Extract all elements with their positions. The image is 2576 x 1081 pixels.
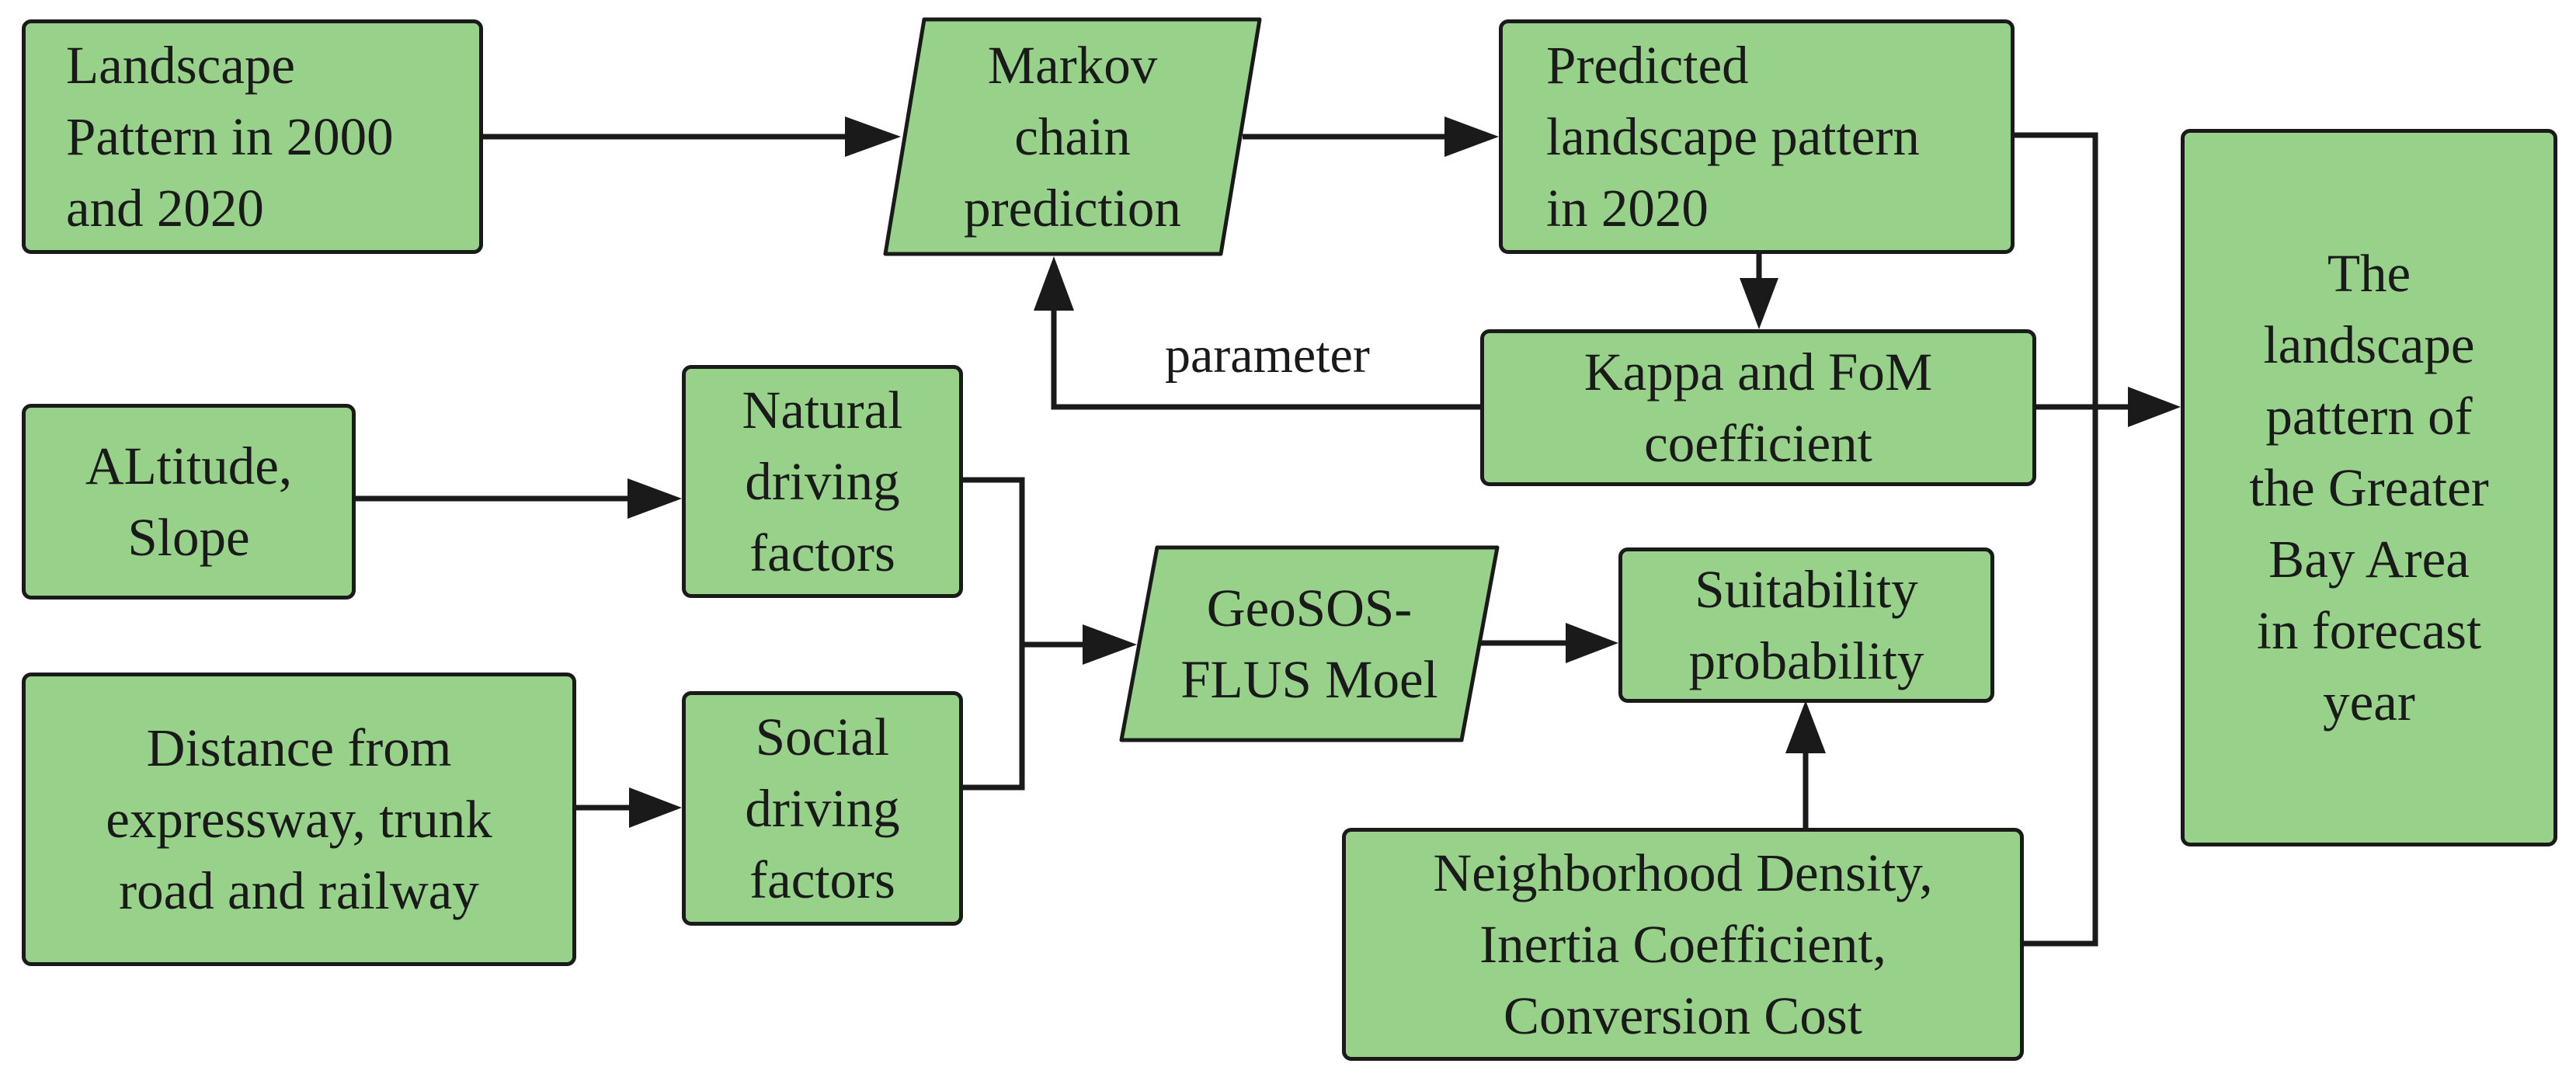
result-box: The landscape pattern of the Greater Bay… <box>2181 129 2557 846</box>
node-line: factors <box>749 523 895 582</box>
node-line: Landscape <box>66 36 296 95</box>
node-line: Inertia Coefficient, <box>1479 915 1886 974</box>
altitude-box: ALtitude, Slope <box>22 404 356 600</box>
node-line: Pattern in 2000 <box>66 107 394 166</box>
node-line: Natural <box>742 381 903 440</box>
node-line: Slope <box>127 508 250 567</box>
node-line: driving <box>745 779 900 838</box>
markov-shape <box>883 17 1262 256</box>
markov-box: Markov chain prediction <box>885 19 1260 254</box>
node-line: landscape <box>2263 315 2475 374</box>
node-line: Suitability <box>1695 560 1918 619</box>
geosos-shape <box>1119 545 1500 742</box>
node-line: the Greater <box>2249 458 2489 517</box>
node-line: Conversion Cost <box>1504 986 1862 1045</box>
node-line: in 2020 <box>1546 179 1709 238</box>
distance-box: Distance from expressway, trunk road and… <box>22 673 576 966</box>
node-line: FLUS Moel <box>1180 650 1438 709</box>
edge-predicted-to-bus <box>2015 132 2098 947</box>
arrowhead <box>1444 116 1499 157</box>
arrowhead <box>629 787 682 828</box>
node-line: road and railway <box>119 861 479 920</box>
landscape-pattern-box: Landscape Pattern in 2000 and 2020 <box>22 19 483 254</box>
node-line: year <box>2323 673 2415 732</box>
arrowhead <box>2128 387 2181 427</box>
node-line: and 2020 <box>66 179 264 238</box>
social-factors-box: Social driving factors <box>682 691 963 926</box>
node-line: GeoSOS- <box>1206 579 1413 638</box>
node-line: chain <box>1014 107 1131 166</box>
node-line: probability <box>1688 631 1924 690</box>
node-line: landscape pattern <box>1546 107 1920 166</box>
node-line: Predicted <box>1546 36 1749 95</box>
arrowhead <box>1785 700 1826 753</box>
predicted-box: Predicted landscape pattern in 2020 <box>1499 19 2015 254</box>
natural-factors-box: Natural driving factors <box>682 365 963 598</box>
edge-natural-to-junction <box>963 477 1025 791</box>
node-line: driving <box>745 452 900 511</box>
parameter-label: parameter <box>1165 327 1370 384</box>
node-line: expressway, trunk <box>106 790 492 849</box>
node-line: pattern of <box>2265 387 2473 446</box>
node-line: coefficient <box>1644 414 1872 473</box>
geosos-box: GeoSOS- FLUS Moel <box>1121 547 1497 740</box>
arrowhead <box>627 478 682 519</box>
node-line: factors <box>749 850 895 909</box>
edge-kappa-to-markov <box>1051 311 1480 410</box>
node-line: ALtitude, <box>85 436 293 495</box>
arrowhead <box>845 116 901 157</box>
node-line: Social <box>755 707 890 766</box>
arrowhead <box>1566 623 1618 663</box>
node-line: Bay Area <box>2268 530 2470 589</box>
node-line: prediction <box>964 179 1181 238</box>
arrowhead <box>1740 278 1778 329</box>
node-line: in forecast <box>2256 601 2482 660</box>
arrowhead <box>1034 256 1074 311</box>
node-line: The <box>2327 244 2411 303</box>
suitability-box: Suitability probability <box>1618 547 1994 703</box>
node-line: Markov <box>987 36 1158 95</box>
kappa-box: Kappa and FoM coefficient <box>1480 329 2036 486</box>
arrowhead <box>1083 624 1137 665</box>
node-line: Neighborhood Density, <box>1433 843 1933 902</box>
neighborhood-box: Neighborhood Density, Inertia Coefficien… <box>1342 828 2024 1061</box>
node-line: Kappa and FoM <box>1583 342 1933 401</box>
node-line: Distance from <box>146 718 452 777</box>
